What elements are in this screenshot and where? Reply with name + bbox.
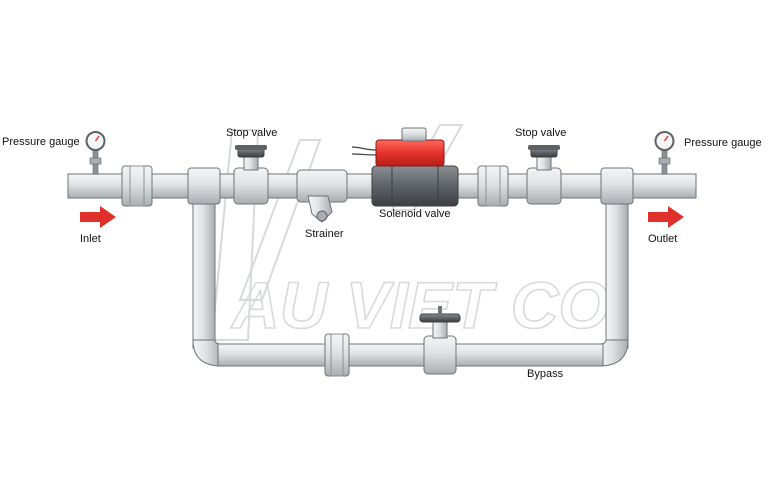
pressure-gauge-right-icon [654,131,675,175]
pressure-gauge-right-label: Pressure gauge [684,137,762,149]
solenoid-valve-label: Solenoid valve [379,208,451,220]
inlet-label: Inlet [80,233,101,245]
stop-valve-left-label: Stop valve [226,127,278,139]
pressure-gauge-left-label: Pressure gauge [2,136,80,148]
solenoid-valve-icon [351,127,459,207]
stop-valve-right-icon [526,145,562,205]
pressure-gauge-left-icon [85,131,106,175]
watermark-text: AU VIET CO [230,268,610,342]
outlet-label: Outlet [648,233,678,245]
watermark: AU VIET CO [210,124,611,343]
stop-valve-left-icon [233,145,269,205]
bypass-loop [192,197,629,377]
bypass-label: Bypass [527,368,564,380]
outlet-arrow-icon [648,206,684,228]
strainer-icon [296,169,348,223]
inlet-arrow-icon [80,206,116,228]
stop-valve-right-label: Stop valve [515,127,567,139]
strainer-label: Strainer [305,228,344,240]
